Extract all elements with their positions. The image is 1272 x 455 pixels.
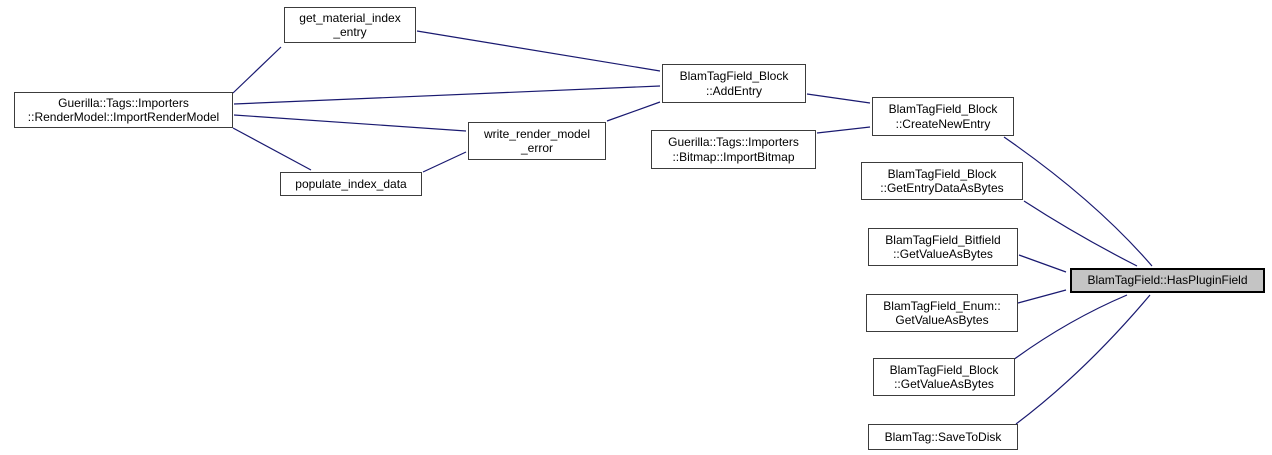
node-label-line: BlamTagField_Block	[679, 69, 789, 83]
edge-get-material-index-entry-to-add-entry	[416, 30, 661, 72]
graph-node-get-material-index-entry[interactable]: get_material_index_entry	[284, 7, 416, 43]
graph-node-import-render-model[interactable]: Guerilla::Tags::Importers::RenderModel::…	[14, 92, 233, 128]
edge-enum-get-value-as-bytes-to-has-plugin-field	[1017, 289, 1067, 304]
node-label-line: ::Bitmap::ImportBitmap	[672, 149, 795, 164]
node-label-line: ::GetValueAsBytes	[893, 247, 993, 261]
edge-populate-index-data-to-write-render-model-error	[422, 151, 467, 173]
graph-node-has-plugin-field: BlamTagField::HasPluginField	[1070, 268, 1265, 293]
edge-import-render-model-to-write-render-model-error	[233, 114, 467, 132]
node-label-line: BlamTagField::HasPluginField	[1087, 273, 1248, 288]
edge-group	[232, 30, 1153, 425]
edge-import-render-model-to-populate-index-data	[232, 127, 312, 171]
graph-node-populate-index-data[interactable]: populate_index_data	[280, 172, 422, 196]
node-label-line: BlamTagField_Enum::	[883, 298, 1001, 313]
edge-add-entry-to-create-new-entry	[806, 93, 871, 104]
node-label-line: BlamTagField_Block	[888, 102, 998, 116]
node-label-line: GetValueAsBytes	[895, 313, 989, 327]
edge-bitfield-get-value-as-bytes-to-has-plugin-field	[1018, 254, 1067, 273]
graph-node-save-to-disk[interactable]: BlamTag::SaveToDisk	[868, 424, 1018, 450]
node-label-line: BlamTagField_Block	[887, 166, 997, 181]
graph-node-get-entry-data-as-bytes[interactable]: BlamTagField_Block::GetEntryDataAsBytes	[861, 162, 1023, 200]
node-label-line: ::GetEntryDataAsBytes	[880, 181, 1004, 195]
edge-import-bitmap-to-create-new-entry	[816, 126, 871, 134]
graph-node-write-render-model-error[interactable]: write_render_model_error	[468, 122, 606, 160]
node-label-line: Guerilla::Tags::Importers	[58, 95, 189, 110]
edge-import-render-model-to-get-material-index-entry	[232, 46, 282, 94]
node-label-line: _error	[520, 141, 553, 155]
node-label-line: ::AddEntry	[705, 83, 763, 98]
graph-node-create-new-entry[interactable]: BlamTagField_Block::CreateNewEntry	[872, 97, 1014, 136]
edge-write-render-model-error-to-add-entry	[606, 101, 661, 122]
node-label-line: ::RenderModel::ImportRenderModel	[27, 110, 220, 124]
graph-node-bitfield-get-value-as-bytes[interactable]: BlamTagField_Bitfield::GetValueAsBytes	[868, 228, 1018, 266]
graph-node-enum-get-value-as-bytes[interactable]: BlamTagField_Enum::GetValueAsBytes	[866, 294, 1018, 332]
edge-get-entry-data-as-bytes-to-has-plugin-field	[1023, 200, 1138, 267]
node-label-line: populate_index_data	[295, 176, 407, 191]
edge-save-to-disk-to-has-plugin-field	[1015, 294, 1151, 425]
edge-block-get-value-as-bytes-to-has-plugin-field	[1012, 294, 1128, 361]
graph-node-block-get-value-as-bytes[interactable]: BlamTagField_Block::GetValueAsBytes	[873, 358, 1015, 396]
node-label-line: BlamTagField_Bitfield	[885, 232, 1001, 247]
node-label-line: BlamTagField_Block	[889, 362, 999, 377]
node-label-line: ::CreateNewEntry	[895, 116, 991, 131]
node-label-line: BlamTag::SaveToDisk	[884, 429, 1002, 444]
edge-create-new-entry-to-has-plugin-field	[1003, 136, 1153, 267]
graph-node-import-bitmap[interactable]: Guerilla::Tags::Importers::Bitmap::Impor…	[651, 130, 816, 169]
node-label-line: _entry	[333, 25, 367, 39]
graph-node-add-entry[interactable]: BlamTagField_Block::AddEntry	[662, 64, 806, 103]
edge-import-render-model-to-add-entry	[233, 85, 661, 105]
node-label-line: write_render_model	[483, 126, 591, 141]
node-label-line: Guerilla::Tags::Importers	[668, 135, 799, 149]
node-label-line: get_material_index	[299, 10, 401, 25]
node-label-line: ::GetValueAsBytes	[894, 377, 994, 391]
